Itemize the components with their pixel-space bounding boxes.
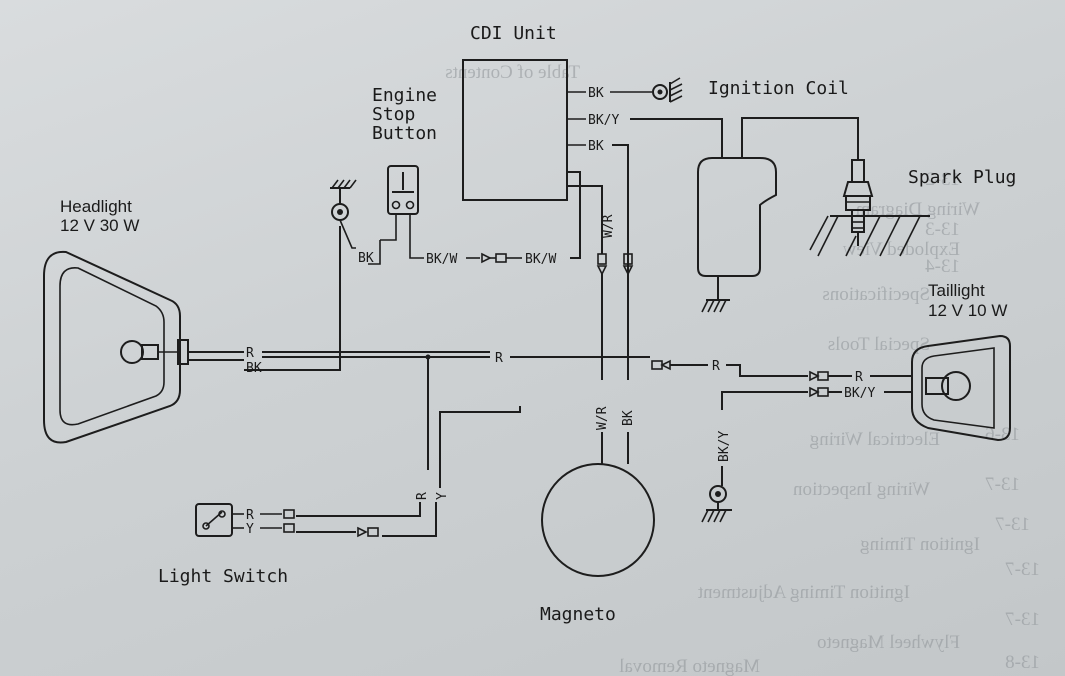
main-r-wire: R R R BK/Y (262, 351, 912, 410)
spark-plug-label: Spark Plug (908, 167, 1016, 188)
taillight: Taillight 12 V 10 W (911, 281, 1011, 442)
ghost-entry: Electrical Wiring (809, 429, 940, 450)
connector (622, 253, 634, 276)
wire-label-bk: BK (246, 361, 262, 376)
ghost-entry: Exploded View (842, 239, 960, 260)
wire-label-wr: W/R (601, 214, 616, 238)
wire-label-r: R (495, 351, 503, 366)
wire-label-r: R (246, 508, 254, 523)
engine-stop-button: Engine Stop Button (372, 85, 437, 259)
headlight-label: Headlight (60, 197, 132, 216)
bleed-through-text: Table of Contents 13-2 Wiring Diagram 13… (445, 62, 1040, 676)
wire-label-y: Y (435, 492, 450, 500)
wire-label-r: R (246, 346, 254, 361)
connector (481, 252, 507, 264)
ground-symbol (652, 77, 683, 103)
spark-plug: Spark Plug (809, 159, 1016, 257)
ghost-entry: Specifications (822, 284, 930, 305)
switch-feed: R Y (296, 357, 521, 537)
ghost-page: 13-7 (1005, 559, 1040, 580)
ghost-entry: Ignition Timing (860, 534, 980, 555)
wire-label-bkw: BK/W (525, 252, 556, 267)
headlight: Headlight 12 V 30 W R BK (43, 197, 490, 444)
wire-label-bky: BK/Y (717, 431, 732, 462)
connector (809, 370, 829, 382)
ghost-entry: Wiring Inspection (793, 479, 930, 500)
wire-label-bky: BK/Y (588, 113, 619, 128)
ghost-page: 13-3 (925, 219, 960, 240)
ignition-coil (697, 117, 859, 313)
wire-label-r: R (712, 359, 720, 374)
wire-label-wr: W/R (595, 406, 610, 430)
magneto: Magneto W/R BK (540, 274, 655, 625)
cdi-outputs: BK Ignition Coil BK/Y BK (567, 77, 849, 340)
wire-label-bky: BK/Y (844, 386, 875, 401)
ghost-entry: Special Tools (828, 334, 930, 355)
stop-button-label: Engine (372, 85, 437, 106)
ground-symbol: BK (244, 179, 381, 371)
magneto-circle (541, 463, 655, 577)
connector (651, 359, 671, 371)
taillight-ground: BK/Y (701, 431, 732, 523)
wire-label-bk: BK (588, 86, 604, 101)
ghost-entry: Flywheel Magneto (817, 632, 960, 653)
stop-button-label: Button (372, 123, 437, 144)
connector (596, 253, 608, 276)
ghost-page: 13-8 (1005, 652, 1040, 673)
light-switch: R Y Light Switch (158, 503, 379, 587)
ghost-page: 13-7 (995, 514, 1030, 535)
ghost-title: Table of Contents (445, 62, 580, 83)
connector (357, 526, 379, 538)
wire-label-bk: BK (588, 139, 604, 154)
ghost-page: 13-7 (985, 474, 1020, 495)
stop-button-label: Stop (372, 104, 415, 125)
cdi-unit: CDI Unit (462, 23, 568, 201)
wr-wire: W/R (567, 185, 634, 380)
kill-wire: BK/W BK/W (426, 171, 581, 267)
headlight-rating: 12 V 30 W (60, 216, 139, 235)
magneto-label: Magneto (540, 604, 616, 625)
ghost-entry: Wiring Diagram (855, 199, 980, 220)
wire-label-bkw: BK/W (426, 252, 457, 267)
ghost-page: 13-4 (925, 256, 960, 277)
wire-label-r: R (855, 370, 863, 385)
wire-label-bk: BK (358, 251, 374, 266)
ground-symbol (701, 299, 730, 313)
connector (809, 386, 829, 398)
cdi-unit-label: CDI Unit (470, 23, 557, 44)
cdi-unit-box (462, 59, 568, 201)
ghost-page: 13-2 (925, 169, 960, 190)
ignition-coil-label: Ignition Coil (708, 78, 849, 99)
ghost-entry: Magneto Removal (619, 656, 760, 676)
connector (283, 509, 295, 533)
ghost-page: 13-7 (1005, 609, 1040, 630)
wire-label-y: Y (246, 522, 254, 537)
taillight-rating: 12 V 10 W (928, 301, 1007, 320)
wire-label-bk: BK (621, 410, 636, 426)
wire-label-r: R (415, 492, 430, 500)
taillight-label: Taillight (928, 281, 985, 300)
light-switch-label: Light Switch (158, 566, 288, 587)
ghost-entry: Ignition Timing Adjustment (697, 582, 910, 603)
